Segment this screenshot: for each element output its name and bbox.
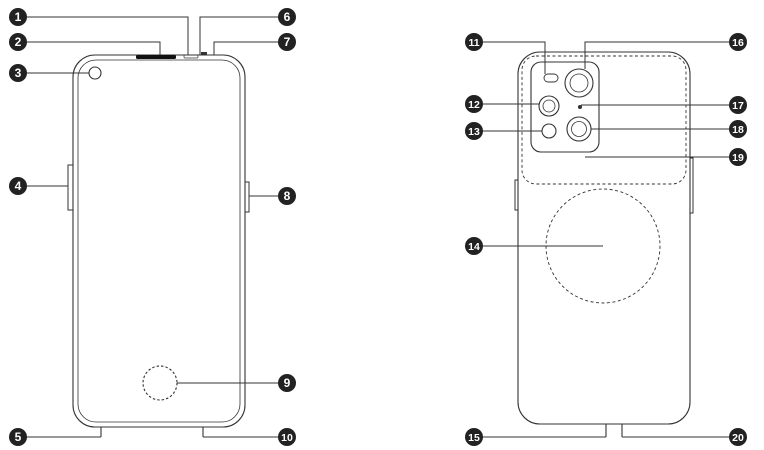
svg-text:7: 7: [284, 35, 291, 49]
back-side-button-right: [689, 157, 694, 214]
callout-10: 10: [278, 428, 296, 446]
callout-12: 12: [465, 95, 483, 113]
power-button: [244, 181, 250, 213]
callout-2: 2: [9, 33, 27, 51]
callout-16: 16: [729, 33, 747, 51]
svg-text:20: 20: [732, 432, 744, 444]
camera-module: [530, 61, 600, 153]
callout-20: 20: [729, 428, 747, 446]
callout-badges: 1 2 3 4 5 6 7 8 9 10 11 12 13 14 15 16 1…: [9, 8, 747, 446]
front-screen: [77, 59, 241, 423]
svg-text:6: 6: [284, 10, 291, 24]
back-side-button-left: [514, 179, 519, 211]
main-camera: [564, 68, 594, 98]
front-camera: [88, 66, 102, 80]
callout-5: 5: [9, 428, 27, 446]
back-body-outline: [517, 51, 691, 425]
svg-text:16: 16: [732, 37, 744, 49]
phone-front-view: [67, 52, 250, 437]
front-leader-lines: [26, 16, 286, 438]
callout-11: 11: [465, 33, 483, 51]
volume-buttons: [67, 164, 74, 211]
top-mic: [201, 52, 207, 55]
back-leader-lines: [474, 41, 737, 438]
light-sensor: [183, 54, 199, 59]
callout-1: 1: [9, 8, 27, 26]
svg-text:13: 13: [468, 126, 480, 138]
callout-9: 9: [278, 374, 296, 392]
svg-text:2: 2: [15, 35, 22, 49]
callout-6: 6: [278, 8, 296, 26]
callout-3: 3: [9, 64, 27, 82]
fingerprint-sensor: [142, 365, 178, 401]
svg-text:18: 18: [732, 124, 744, 136]
svg-text:19: 19: [732, 152, 744, 164]
phone-back-view: [514, 51, 694, 437]
svg-text:8: 8: [284, 189, 291, 203]
rear-mic: [577, 104, 583, 110]
svg-text:17: 17: [732, 100, 744, 112]
svg-text:14: 14: [468, 241, 480, 253]
callout-8: 8: [278, 187, 296, 205]
svg-text:5: 5: [15, 430, 22, 444]
callout-19: 19: [729, 148, 747, 166]
callout-14: 14: [465, 237, 483, 255]
callout-17: 17: [729, 96, 747, 114]
svg-text:9: 9: [284, 376, 291, 390]
svg-text:11: 11: [468, 37, 479, 49]
svg-text:1: 1: [15, 10, 22, 24]
svg-text:12: 12: [468, 99, 480, 111]
svg-text:3: 3: [15, 66, 22, 80]
tele-camera: [566, 116, 592, 142]
wide-camera: [538, 95, 560, 117]
svg-text:4: 4: [15, 179, 22, 193]
callout-13: 13: [465, 122, 483, 140]
earpiece: [136, 55, 176, 59]
svg-text:10: 10: [281, 432, 293, 444]
camera-decoration-area: [521, 55, 687, 185]
callout-7: 7: [278, 33, 296, 51]
callout-18: 18: [729, 120, 747, 138]
callout-15: 15: [465, 428, 483, 446]
callout-4: 4: [9, 177, 27, 195]
flash: [543, 73, 559, 83]
macro-camera: [541, 123, 557, 139]
front-body-outline: [72, 54, 246, 428]
svg-text:15: 15: [468, 432, 480, 444]
